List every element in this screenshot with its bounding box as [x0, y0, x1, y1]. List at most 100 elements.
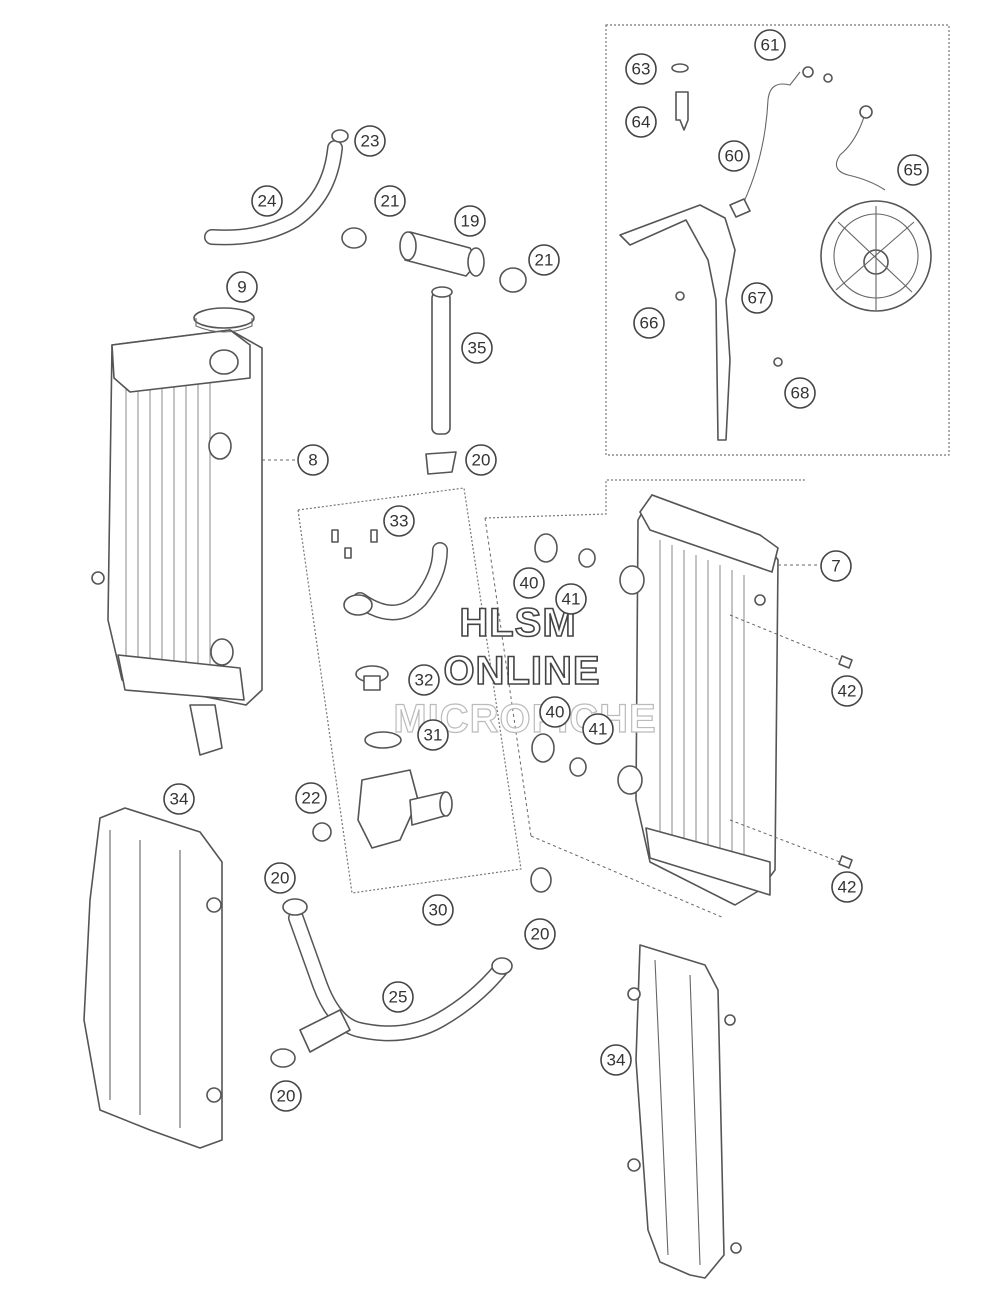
callout-circle [625, 53, 657, 85]
callout-40: 40 [539, 696, 571, 728]
t-piece-19 [341, 227, 527, 293]
callout-number: 34 [170, 790, 189, 809]
callout-42: 42 [831, 871, 863, 903]
callout-number: 41 [589, 720, 608, 739]
callout-number: 42 [838, 682, 857, 701]
callout-circle [251, 185, 283, 217]
callout-circle [784, 377, 816, 409]
callout-circle [524, 918, 556, 950]
fan-kit-parts [619, 63, 932, 441]
callout-number: 35 [468, 339, 487, 358]
callout-30: 30 [422, 894, 454, 926]
callout-number: 65 [904, 161, 923, 180]
callout-circle [513, 567, 545, 599]
callout-circle [454, 205, 486, 237]
thermostat-kit-frame [297, 487, 522, 894]
callout-number: 42 [838, 878, 857, 897]
callout-circle [820, 550, 852, 582]
callout-circle [528, 244, 560, 276]
thermostat-kit-parts [331, 529, 453, 849]
callout-circle [295, 782, 327, 814]
callout-64: 64 [625, 106, 657, 138]
callout-66: 66 [633, 307, 665, 339]
callout-number: 9 [237, 278, 246, 297]
left-radiator-shroud [83, 807, 223, 1149]
callout-circle [465, 444, 497, 476]
callout-circle [383, 505, 415, 537]
callout-20: 20 [524, 918, 556, 950]
callout-number: 34 [607, 1051, 626, 1070]
callout-23: 23 [354, 125, 386, 157]
callout-34: 34 [163, 783, 195, 815]
callout-number: 63 [632, 60, 651, 79]
callout-number: 20 [271, 869, 290, 888]
callout-8: 8 [297, 444, 329, 476]
callout-circle [582, 713, 614, 745]
callout-63: 63 [625, 53, 657, 85]
callout-31: 31 [417, 719, 449, 751]
callout-circle [754, 29, 786, 61]
watermark-line-1: HLSM [459, 601, 576, 645]
callout-20: 20 [465, 444, 497, 476]
callout-circle [831, 871, 863, 903]
callout-number: 61 [761, 36, 780, 55]
callout-circle [555, 583, 587, 615]
callout-number: 40 [520, 574, 539, 593]
callout-number: 23 [361, 132, 380, 151]
callout-9: 9 [226, 271, 258, 303]
callout-circle [226, 271, 258, 303]
callout-number: 8 [308, 451, 317, 470]
callout-65: 65 [897, 154, 929, 186]
callout-21: 21 [374, 185, 406, 217]
callout-circle [382, 981, 414, 1013]
callout-19: 19 [454, 205, 486, 237]
callout-number: 31 [424, 726, 443, 745]
callout-41: 41 [555, 583, 587, 615]
callout-21: 21 [528, 244, 560, 276]
hose-24 [204, 140, 343, 246]
callout-20: 20 [270, 1080, 302, 1112]
left-radiator [91, 329, 263, 756]
callout-number: 20 [472, 451, 491, 470]
callout-circle [741, 282, 773, 314]
hose-35 [431, 286, 453, 435]
callout-circle [897, 154, 929, 186]
callout-40: 40 [513, 567, 545, 599]
right-radiator-shroud [627, 944, 742, 1279]
callout-number: 41 [562, 590, 581, 609]
callout-circle [417, 719, 449, 751]
clamps-20-lower [270, 867, 552, 1068]
radiator-right-frame [484, 479, 805, 519]
callout-34: 34 [600, 1044, 632, 1076]
callout-number: 21 [535, 251, 554, 270]
callout-33: 33 [383, 505, 415, 537]
callout-61: 61 [754, 29, 786, 61]
callout-7: 7 [820, 550, 852, 582]
callout-circle [539, 696, 571, 728]
callout-number: 24 [258, 192, 277, 211]
callout-35: 35 [461, 332, 493, 364]
callout-circle [270, 1080, 302, 1112]
callout-circle [163, 783, 195, 815]
callout-number: 67 [748, 289, 767, 308]
callout-number: 21 [381, 192, 400, 211]
callout-67: 67 [741, 282, 773, 314]
callout-circle [354, 125, 386, 157]
callout-circle [297, 444, 329, 476]
callout-circle [600, 1044, 632, 1076]
callout-circle [718, 140, 750, 172]
callout-number: 64 [632, 113, 651, 132]
callout-22: 22 [295, 782, 327, 814]
callout-circle [831, 675, 863, 707]
callout-number: 68 [791, 384, 810, 403]
callout-circle [264, 862, 296, 894]
clamp-23 [331, 129, 349, 143]
callout-20: 20 [264, 862, 296, 894]
callout-circle [633, 307, 665, 339]
fan-kit-frame [605, 24, 950, 456]
grommets-40-41 [531, 533, 596, 777]
callout-68: 68 [784, 377, 816, 409]
right-radiator [617, 494, 779, 906]
callout-number: 7 [831, 557, 840, 576]
